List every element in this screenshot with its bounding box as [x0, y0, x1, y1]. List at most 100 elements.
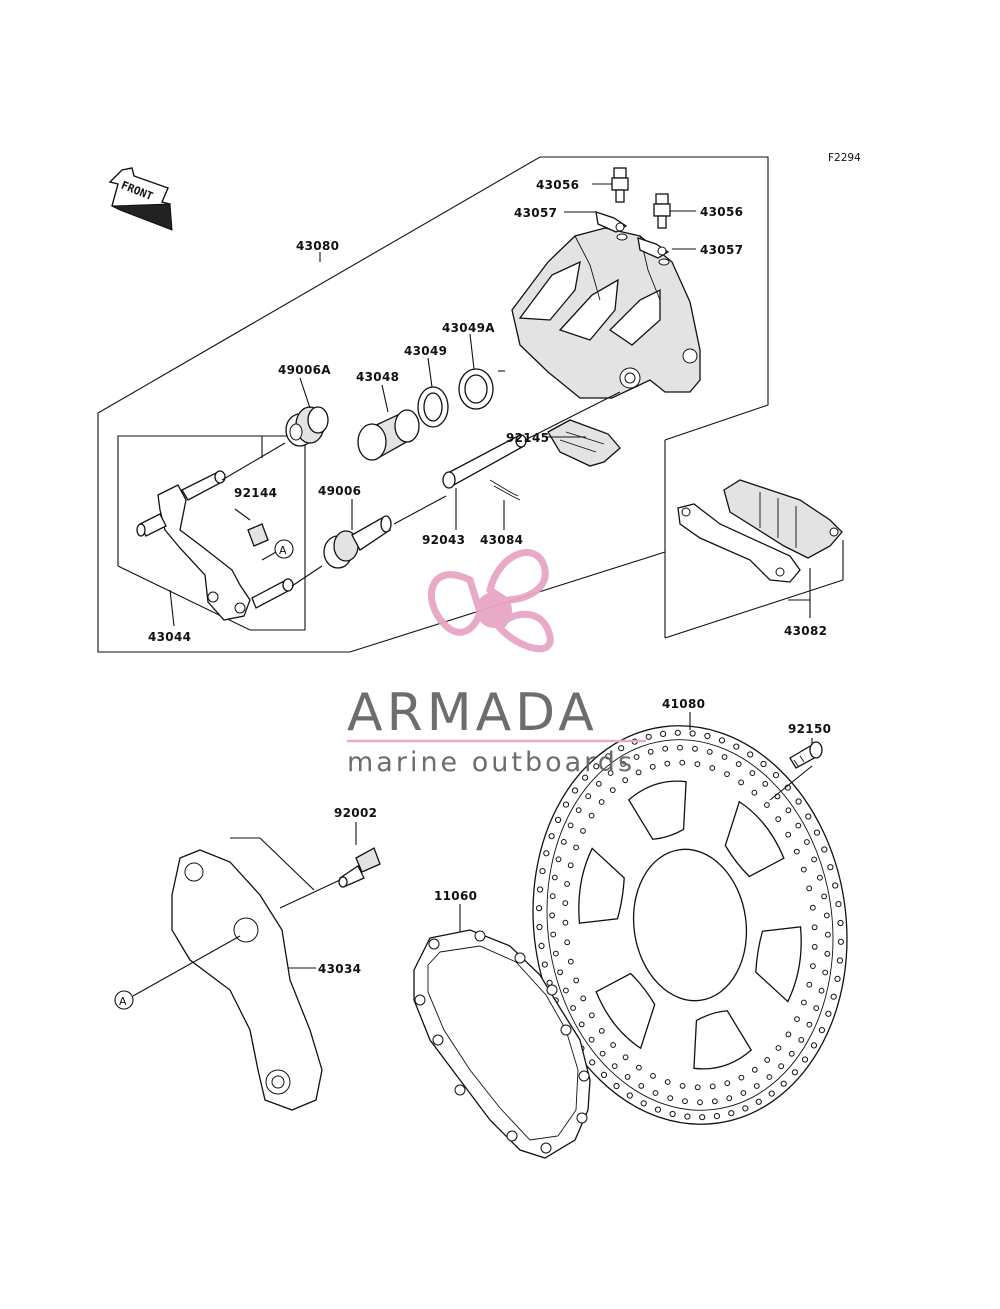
disc-vent-hole: [709, 765, 716, 771]
spacer-bolt-hole: [432, 1034, 444, 1046]
disc-vent-hole: [821, 893, 827, 900]
disc-vent-hole: [806, 1021, 813, 1028]
disc-vent-hole: [836, 957, 844, 964]
spacer-bolt-hole: [414, 994, 426, 1006]
disc-vent-hole: [762, 781, 769, 787]
disc-vent-hole: [706, 749, 713, 755]
disc-vent-hole: [654, 1106, 662, 1113]
disc-vent-hole: [837, 938, 845, 945]
disc-vent-hole: [791, 1069, 799, 1076]
reference-marker-a-upper: A: [261, 539, 294, 561]
disc-vent-hole: [711, 1098, 718, 1105]
disc-vent-hole: [564, 881, 570, 887]
disc-vent-hole: [684, 1113, 691, 1120]
disc-vent-hole: [751, 789, 758, 796]
disc-vent-hole: [747, 751, 754, 758]
disc-vent-hole: [823, 912, 830, 919]
label-43049A: 43049A: [442, 321, 495, 335]
disc-vent-hole: [622, 1054, 629, 1061]
disc-vent-hole: [598, 1028, 605, 1034]
disc-vent-hole: [801, 1056, 809, 1063]
disc-vent-hole: [780, 1080, 787, 1087]
disc-vent-hole: [582, 774, 589, 781]
disc-vent-hole: [551, 874, 558, 881]
label-43057-a: 43057: [514, 206, 557, 220]
spacer-bolt-hole: [576, 1112, 588, 1124]
disc-vent-hole: [638, 1083, 645, 1089]
disc-vent-hole: [537, 886, 544, 893]
disc-vent-hole: [798, 1037, 805, 1043]
disc-vent-hole: [633, 754, 640, 760]
disc-vent-hole: [682, 1098, 688, 1105]
disc-vent-hole: [825, 1010, 832, 1017]
disc-vent-hole: [567, 822, 574, 829]
piston-seal-43049: [417, 386, 449, 428]
disc-vent-hole: [539, 868, 546, 875]
disc-vent-hole: [795, 822, 802, 829]
disc-vent-hole: [837, 919, 844, 927]
disc-bolt-92150: [789, 741, 823, 769]
label-43056-b: 43056: [700, 205, 743, 219]
disc-vent-hole: [588, 1036, 595, 1043]
disc-vent-hole: [694, 761, 701, 767]
pin-92043: [442, 434, 527, 489]
disc-vent-hole: [562, 900, 569, 906]
disc-vent-hole: [573, 977, 580, 984]
spacer-bolt-hole: [546, 984, 558, 996]
disc-vent-hole: [755, 1098, 762, 1105]
spacer-bolt-hole: [428, 938, 440, 950]
disc-vent-hole: [598, 799, 605, 805]
disc-vent-hole: [679, 759, 686, 766]
disc-vent-hole: [818, 1027, 826, 1034]
disc-vent-hole: [735, 761, 742, 767]
disc-vent-hole: [571, 787, 579, 794]
disc-window: [724, 800, 785, 878]
label-43084: 43084: [480, 533, 523, 547]
label-92144: 92144: [234, 486, 277, 500]
disc-vent-hole: [830, 993, 837, 1000]
disc-vent-hole: [667, 1095, 674, 1101]
bleeder-cap-a: [595, 211, 628, 233]
disc-vent-hole: [635, 769, 642, 776]
disc-vent-hole: [622, 777, 629, 784]
disc-vent-hole: [647, 748, 654, 755]
disc-vent-hole: [560, 839, 567, 845]
disc-vent-hole: [806, 981, 813, 988]
disc-vent-hole: [793, 848, 800, 855]
disc-vent-hole: [772, 772, 780, 779]
disc-vent-hole: [721, 754, 728, 760]
disc-vent-hole: [818, 987, 825, 994]
disc-vent-hole: [580, 828, 586, 834]
boot-49006A: [285, 406, 329, 447]
disc-vent-hole: [567, 958, 574, 965]
disc-vent-hole: [549, 893, 556, 900]
disc-vent-hole: [599, 1050, 606, 1057]
disc-vent-hole: [785, 831, 792, 838]
disc-vent-hole: [567, 862, 574, 869]
disc-vent-hole: [778, 1063, 785, 1070]
brand-tagline: marine outboards: [347, 747, 635, 778]
disc-window: [755, 926, 802, 1003]
disc-vent-hole: [810, 963, 816, 969]
disc-vent-hole: [536, 923, 543, 931]
disc-vent-hole: [760, 760, 767, 768]
disc-vent-hole: [600, 1071, 608, 1079]
disc-vent-hole: [605, 753, 612, 760]
spacer-bolt-hole: [454, 1084, 466, 1096]
spacer-bolt-hole: [474, 930, 486, 942]
disc-vent-hole: [832, 882, 839, 889]
caliper-bracket-43044: [136, 470, 294, 621]
disc-vent-hole: [709, 1083, 716, 1090]
disc-vent-hole: [766, 1074, 773, 1080]
disc-vent-hole: [692, 745, 698, 752]
spacer-bolt-hole: [514, 952, 526, 964]
disc-vent-hole: [538, 942, 545, 950]
disc-vent-hole: [788, 1050, 795, 1057]
disc-vent-hole: [669, 1110, 676, 1118]
bleeder-valve-a: [611, 167, 629, 203]
disc-vent-hole: [536, 905, 543, 912]
disc-vent-hole: [718, 737, 726, 744]
label-92002: 92002: [334, 806, 377, 820]
disc-vent-hole: [742, 1105, 749, 1112]
disc-vent-hole: [679, 1083, 686, 1089]
